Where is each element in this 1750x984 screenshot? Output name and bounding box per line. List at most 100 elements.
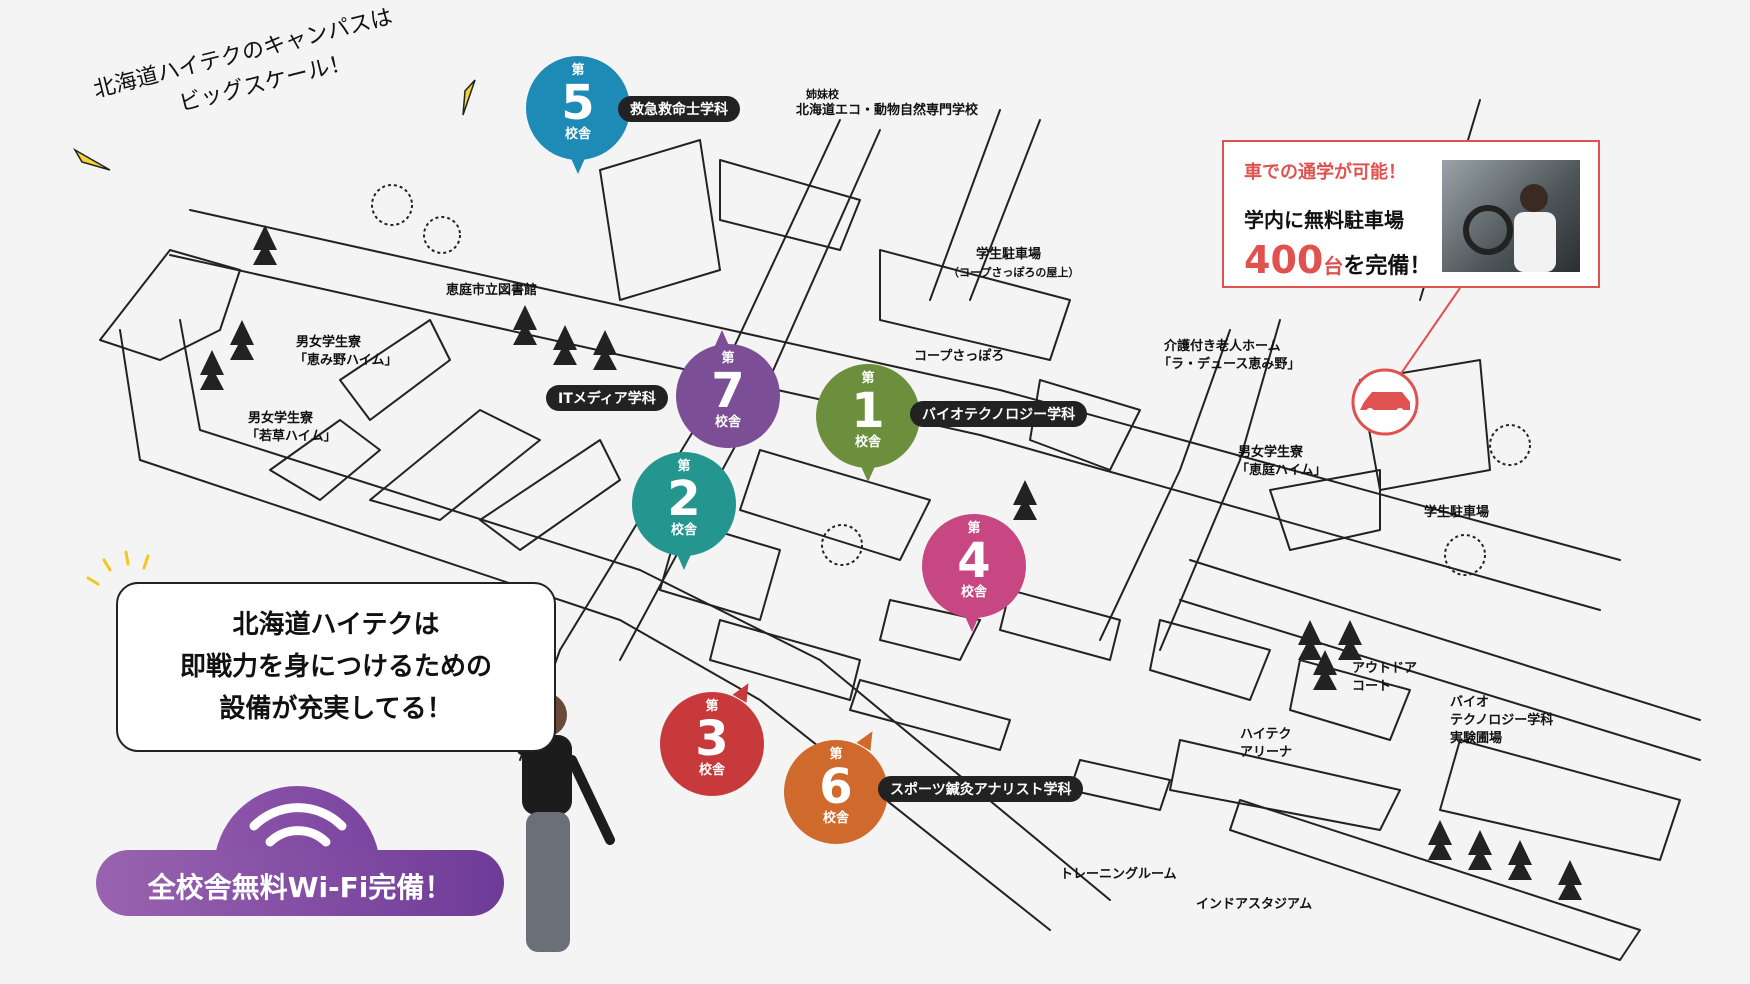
parking-count-line: 400台を完備！ <box>1244 238 1431 282</box>
tree <box>1428 820 1452 860</box>
parking-count: 400 <box>1244 238 1324 282</box>
facility-message-box: 北海道ハイテクは 即戦力を身につけるための 設備が充実してる！ <box>116 582 556 752</box>
tree <box>513 305 537 345</box>
building <box>1439 739 1681 861</box>
building <box>1069 759 1171 811</box>
accent-mark <box>462 79 476 116</box>
tree <box>1468 830 1492 870</box>
tree <box>1298 620 1322 660</box>
tree <box>1558 860 1582 900</box>
dept-label: ITメディア学科 <box>546 385 668 411</box>
sister-school-tag: 姉妹校 <box>806 88 839 101</box>
road <box>1179 599 1701 761</box>
tree <box>593 330 617 370</box>
accent-mark <box>124 550 130 566</box>
car-icon <box>1360 392 1410 410</box>
tree <box>1489 424 1531 466</box>
parking-info-box: 車での通学が可能！ 学内に無料駐車場 400台を完備！ <box>1222 140 1600 288</box>
tree <box>371 184 413 226</box>
driver-photo <box>1442 160 1580 272</box>
dorm-label: 「若草ハイム」 <box>246 429 337 444</box>
building <box>269 419 381 501</box>
parking-line: 学内に無料駐車場 <box>1244 208 1404 232</box>
library-label: 恵庭市立図書館 <box>446 283 538 298</box>
message-line: 北海道ハイテクは <box>232 610 440 640</box>
building <box>1289 659 1411 741</box>
callout-line <box>1397 287 1461 379</box>
care-home-label: 「ラ・デュース恵み野」 <box>1158 357 1301 372</box>
road <box>179 319 1111 901</box>
tree <box>200 350 224 390</box>
outdoor-court-label: コート <box>1352 679 1392 694</box>
building <box>599 139 721 301</box>
sister-school-label: 北海道エコ・動物自然専門学校 <box>796 103 979 118</box>
tree <box>821 524 863 566</box>
wifi-band <box>96 850 504 916</box>
care-home-label: 介護付き老人ホーム <box>1164 339 1281 354</box>
building <box>1149 619 1271 701</box>
parking-sub-label: （コープさっぽろの屋上） <box>948 266 1080 279</box>
road <box>169 254 1601 611</box>
message-line: 即戦力を身につけるための <box>179 652 492 682</box>
wifi-badge: 全校舎無料Wi-Fi完備！ <box>96 786 504 916</box>
building <box>709 619 861 701</box>
parking-label: 学生駐車場 <box>976 247 1042 262</box>
accent-mark <box>86 576 100 586</box>
road <box>969 119 1041 301</box>
tree <box>553 325 577 365</box>
building <box>369 409 541 521</box>
farm-label: バイオ <box>1450 695 1490 710</box>
tree <box>1444 534 1486 576</box>
building <box>99 249 241 361</box>
coop-label: コープさっぽろ <box>914 349 1005 364</box>
tree <box>1338 620 1362 660</box>
road <box>1099 329 1231 641</box>
accent-mark <box>102 558 112 572</box>
building <box>479 439 621 551</box>
road <box>1189 559 1701 721</box>
road <box>189 209 1621 561</box>
parking-tail: を完備！ <box>1343 254 1432 279</box>
parking-label: 学生駐車場 <box>1424 505 1490 520</box>
building <box>1229 799 1641 961</box>
building <box>849 679 1011 751</box>
parking-headline: 車での通学が可能！ <box>1244 162 1406 183</box>
dorm-label: 「恵庭ハイム」 <box>1236 463 1327 478</box>
tree <box>1508 840 1532 880</box>
building <box>879 599 981 661</box>
dorm-label: 男女学生寮 <box>248 411 314 426</box>
training-room-label: トレーニングルーム <box>1060 867 1177 882</box>
parking-unit: 台 <box>1323 254 1344 278</box>
building <box>739 449 931 561</box>
building <box>1169 739 1401 831</box>
tree <box>230 320 254 360</box>
building <box>879 249 1071 361</box>
building <box>999 589 1121 661</box>
dorm-label: 男女学生寮 <box>1238 445 1304 460</box>
dept-label: バイオテクノロジー学科 <box>910 401 1088 427</box>
farm-label: テクノロジー学科 <box>1450 713 1554 728</box>
accent-mark <box>72 147 111 171</box>
building <box>339 319 451 421</box>
dorm-label: 男女学生寮 <box>296 335 362 350</box>
tree <box>253 225 277 265</box>
farm-label: 実験圃場 <box>1450 731 1503 746</box>
wifi-label: 全校舎無料Wi-Fi完備！ <box>147 871 453 904</box>
dept-label: スポーツ鍼灸アナリスト学科 <box>878 776 1084 802</box>
accent-mark <box>142 554 150 570</box>
dept-label: 救急救命士学科 <box>618 96 740 122</box>
building <box>1269 469 1381 551</box>
building <box>1359 359 1491 491</box>
arena-label: ハイテク <box>1240 727 1292 742</box>
stadium-label: インドアスタジアム <box>1196 897 1313 912</box>
building <box>719 159 861 251</box>
tree <box>1013 480 1037 520</box>
tree <box>1313 650 1337 690</box>
